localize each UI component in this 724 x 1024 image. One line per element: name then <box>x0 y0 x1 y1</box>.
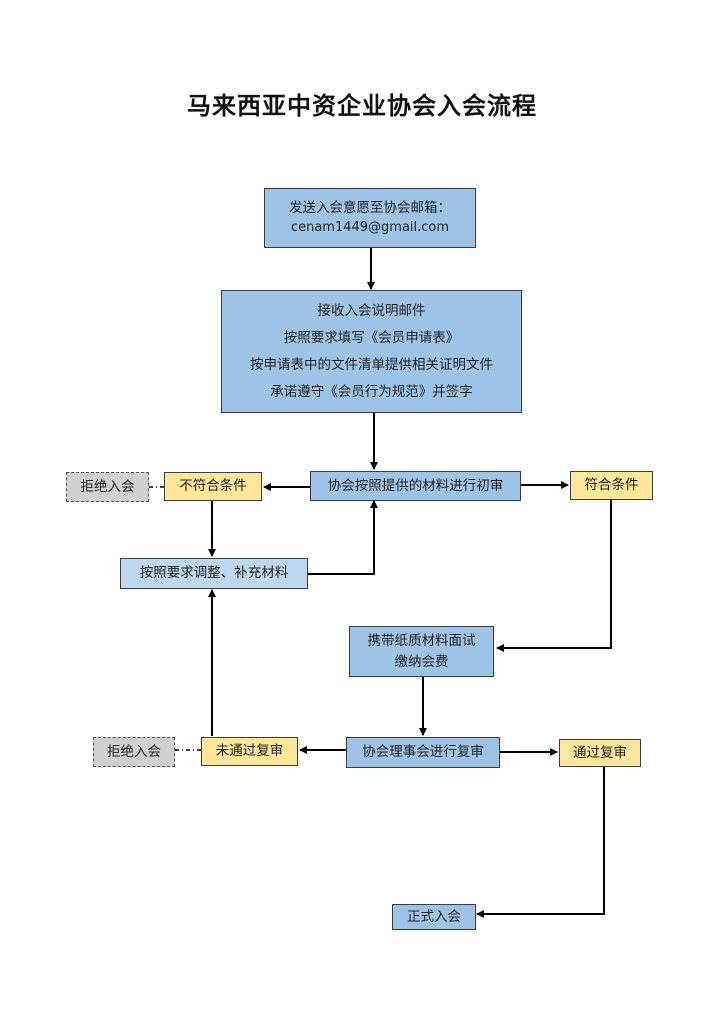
node-passed-review-label: 通过复审 <box>573 744 627 761</box>
arrow-passed-to-official <box>476 767 605 918</box>
instruction-line: 按申请表中的文件清单提供相关证明文件 <box>250 357 493 374</box>
node-interview-line2: 缴纳会费 <box>394 653 449 670</box>
arrow-qualified-to-interview <box>496 500 612 652</box>
node-council-review-label: 协会理事会进行复审 <box>362 744 484 761</box>
instruction-line: 按照要求填写《会员申请表》 <box>283 329 460 346</box>
node-reject-1: 拒绝入会 <box>66 472 149 502</box>
node-not-qualified: 不符合条件 <box>164 472 262 501</box>
node-reject-2: 拒绝入会 <box>93 737 175 767</box>
node-qualified-label: 符合条件 <box>584 477 639 494</box>
node-failed-review: 未通过复审 <box>201 737 298 766</box>
node-passed-review: 通过复审 <box>559 739 641 767</box>
node-qualified: 符合条件 <box>570 471 653 500</box>
node-adjust-materials-label: 按照要求调整、补充材料 <box>139 565 289 582</box>
page-title: 马来西亚中资企业协会入会流程 <box>187 92 537 120</box>
node-interview-line1: 携带纸质材料面试 <box>367 633 476 650</box>
instruction-line: 承诺遵守《会员行为规范》并签字 <box>270 384 473 401</box>
email-address: cenam1449@gmail.com <box>290 220 450 236</box>
node-failed-review-label: 未通过复审 <box>215 743 284 760</box>
node-reject-1-label: 拒绝入会 <box>80 478 135 495</box>
node-not-qualified-label: 不符合条件 <box>179 478 247 495</box>
node-interview: 携带纸质材料面试 缴纳会费 <box>349 626 494 677</box>
node-initial-review-label: 协会按照提供的材料进行初审 <box>327 477 504 494</box>
node-reject-2-label: 拒绝入会 <box>107 743 161 760</box>
node-official-member-label: 正式入会 <box>407 908 461 925</box>
node-initial-review: 协会按照提供的材料进行初审 <box>310 471 521 501</box>
arrow-adjust-to-review <box>308 500 378 575</box>
node-official-member: 正式入会 <box>392 904 476 930</box>
node-council-review: 协会理事会进行复审 <box>346 737 500 768</box>
node-receive-instructions: 接收入会说明邮件 按照要求填写《会员申请表》 按申请表中的文件清单提供相关证明文… <box>221 290 522 413</box>
node-adjust-materials: 按照要求调整、补充材料 <box>120 558 308 589</box>
instruction-line: 接收入会说明邮件 <box>317 302 426 319</box>
node-send-email: 发送入会意愿至协会邮箱： cenam1449@gmail.com <box>264 188 476 248</box>
node-send-email-label: 发送入会意愿至协会邮箱： <box>289 200 451 217</box>
